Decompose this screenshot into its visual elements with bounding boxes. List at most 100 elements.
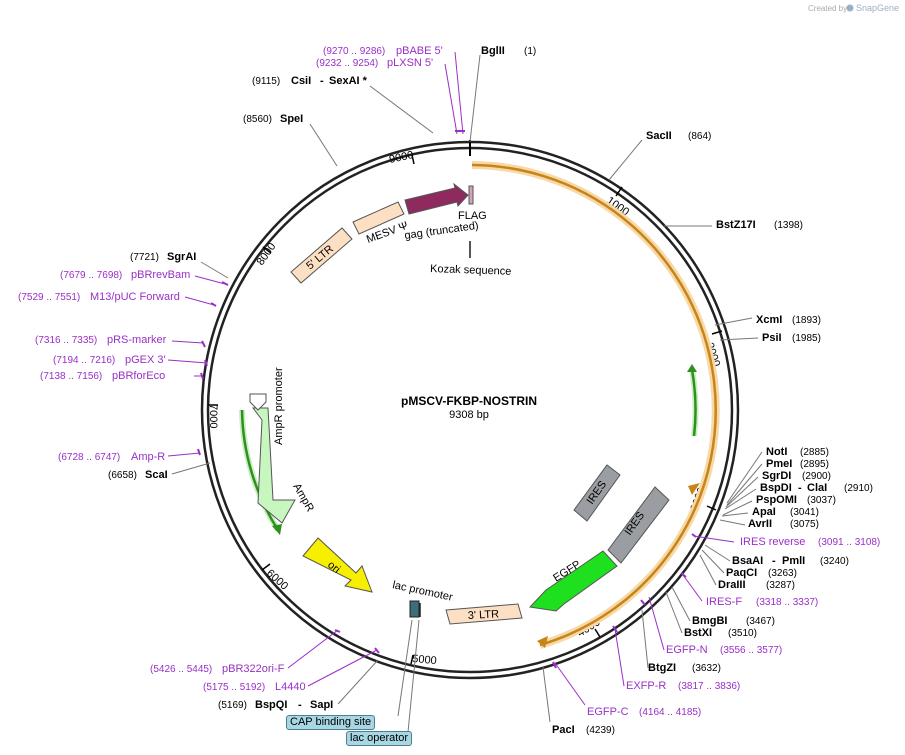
primer-egfp-c[interactable]: EGFP-C	[587, 706, 629, 718]
site-bspqi-pos: (5169)	[218, 700, 247, 711]
site-paqci[interactable]: PaqCI	[726, 567, 757, 579]
cap-binding-site-label[interactable]: CAP binding site	[286, 715, 376, 730]
site-bstz17i[interactable]: BstZ17I	[716, 219, 756, 231]
primer-egfp-n-pos: (3556 .. 3577)	[720, 645, 782, 656]
primer-prs-marker[interactable]: pRS-marker	[107, 334, 167, 346]
right-primer-marks	[552, 533, 697, 669]
site-pspomi[interactable]: PspOMI	[756, 494, 797, 506]
primer-egfp-c-pos: (4164 .. 4185)	[639, 707, 701, 718]
primer-pgex-3[interactable]: pGEX 3'	[125, 354, 166, 366]
gag-feature[interactable]	[404, 182, 469, 215]
site-pspomi-pos: (3037)	[807, 495, 836, 506]
site-bspqi[interactable]: BspQI	[255, 699, 287, 711]
site-pmei[interactable]: PmeI	[766, 458, 792, 470]
mesv-feature[interactable]	[352, 201, 405, 235]
lac-promoter-label: lac promoter	[391, 579, 454, 604]
site-btgzi[interactable]: BtgZI	[648, 662, 676, 674]
lac-operator-label[interactable]: lac operator	[346, 731, 413, 746]
site-clai[interactable]: ClaI	[807, 482, 827, 494]
site-draiii[interactable]: DraIII	[718, 579, 746, 591]
ltr3-feature[interactable]	[445, 603, 523, 625]
ires2-feature[interactable]	[607, 486, 670, 564]
site-xcmi[interactable]: XcmI	[756, 314, 782, 326]
site-scai-pos: (6658)	[108, 470, 137, 481]
tick-5000: 5000	[412, 653, 437, 667]
site-draiii-pos: (3287)	[766, 580, 795, 591]
primer-exfp-r[interactable]: EXFP-R	[626, 680, 666, 692]
site-sgrai-pos: (7721)	[130, 252, 159, 263]
site-xcmi-pos: (1893)	[792, 315, 821, 326]
ires1-feature[interactable]	[573, 464, 621, 522]
primer-ires-reverse-pos: (3091 .. 3108)	[818, 537, 880, 548]
site-bstxi[interactable]: BstXI	[684, 627, 712, 639]
site-sacii[interactable]: SacII	[646, 130, 672, 142]
primer-pbrforeco[interactable]: pBRforEco	[112, 370, 165, 382]
left-primer-marks	[197, 130, 465, 654]
ltr3-label: 3' LTR	[468, 608, 500, 622]
primer-ires-f[interactable]: IRES-F	[706, 596, 742, 608]
svg-text:-: -	[798, 482, 802, 494]
gag-label: gag (truncated)	[404, 220, 480, 242]
primer-pbr322ori-f[interactable]: pBR322ori-F	[222, 663, 285, 675]
site-bglii-pos: (1)	[524, 46, 536, 57]
site-scai[interactable]: ScaI	[145, 469, 168, 481]
plasmid-name: pMSCV-FKBP-NOSTRIN	[401, 394, 537, 408]
egfp-feature[interactable]	[528, 550, 618, 612]
primer-pbabe-5[interactable]: pBABE 5'	[396, 45, 443, 57]
site-apai[interactable]: ApaI	[752, 506, 776, 518]
site-btgzi-pos: (3632)	[692, 663, 721, 674]
ori-feature[interactable]	[302, 537, 373, 593]
primer-prs-marker-pos: (7316 .. 7335)	[35, 335, 97, 346]
fkbp-arc	[690, 369, 697, 437]
site-bmgbi[interactable]: BmgBI	[692, 615, 727, 627]
ampr-promoter-arrow-icon	[249, 393, 267, 411]
site-noti[interactable]: NotI	[766, 446, 787, 458]
primer-plxsn-5[interactable]: pLXSN 5'	[387, 57, 433, 69]
orf-arrow-icon-2	[537, 636, 548, 648]
left-leaders	[167, 51, 464, 733]
ampr-label: AmpR	[290, 482, 316, 515]
site-noti-pos: (2885)	[800, 447, 829, 458]
orf-arrow-icon	[688, 483, 700, 495]
site-avrii[interactable]: AvrII	[748, 518, 772, 530]
primer-pbrrevbam-pos: (7679 .. 7698)	[60, 270, 122, 281]
primer-l4440[interactable]: L4440	[275, 681, 306, 693]
primer-pbr322ori-f-pos: (5426 .. 5445)	[150, 664, 212, 675]
primer-pbrrevbam[interactable]: pBRrevBam	[131, 269, 190, 281]
site-paci[interactable]: PacI	[552, 724, 575, 736]
svg-text:-: -	[772, 555, 776, 567]
site-sexai[interactable]: SexAI *	[329, 75, 368, 87]
primer-amp-r[interactable]: Amp-R	[131, 451, 165, 463]
created-by-label: Created by	[808, 4, 847, 13]
flag-feature[interactable]	[468, 185, 474, 205]
primer-plxsn-5-pos: (9232 .. 9254)	[316, 58, 378, 69]
site-psii[interactable]: PsiI	[762, 332, 782, 344]
ltr5-feature[interactable]	[290, 227, 353, 284]
amp-arc-arrow-icon	[272, 524, 282, 535]
site-sgrai[interactable]: SgrAI	[167, 251, 196, 263]
fkbp-arrow-icon	[687, 364, 697, 372]
site-sgrdi-pos: (2900)	[802, 471, 831, 482]
ampr-feature[interactable]	[252, 407, 296, 524]
site-bspdi-pos: (2910)	[844, 483, 873, 494]
primer-amp-r-pos: (6728 .. 6747)	[58, 452, 120, 463]
site-pmli[interactable]: PmlI	[782, 555, 805, 567]
site-bsaai[interactable]: BsaAI	[732, 555, 763, 567]
site-spei[interactable]: SpeI	[280, 113, 303, 125]
site-bspdi[interactable]: BspDI	[760, 482, 792, 494]
primer-egfp-n[interactable]: EGFP-N	[666, 644, 708, 656]
primer-ires-f-pos: (3318 .. 3337)	[756, 597, 818, 608]
primer-m13-puc-forward[interactable]: M13/pUC Forward	[90, 291, 180, 303]
site-sgrdi[interactable]: SgrDI	[762, 470, 791, 482]
site-paqci-pos: (3263)	[768, 568, 797, 579]
site-csii[interactable]: CsiI	[291, 75, 311, 87]
right-leaders	[469, 54, 763, 723]
site-bstz17i-pos: (1398)	[774, 220, 803, 231]
site-bstxi-pos: (3510)	[728, 628, 757, 639]
site-apai-pos: (3041)	[790, 507, 819, 518]
primer-ires-reverse[interactable]: IRES reverse	[740, 536, 805, 548]
site-csii-pos: (9115)	[252, 76, 280, 87]
site-sapi[interactable]: SapI	[310, 699, 333, 711]
site-bglii[interactable]: BglII	[481, 45, 505, 57]
